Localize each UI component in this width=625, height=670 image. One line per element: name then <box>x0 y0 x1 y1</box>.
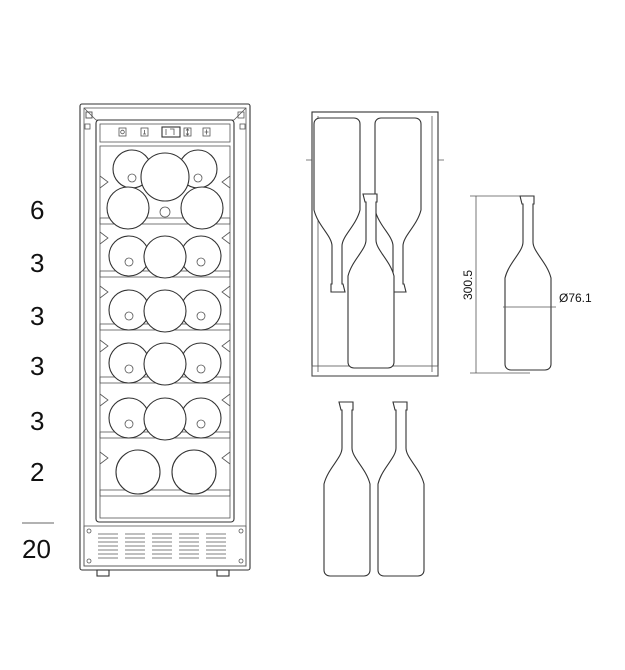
ventilation-grille <box>83 525 247 567</box>
shelf-count-2: 3 <box>30 248 44 278</box>
bottle-ends-shelf-5 <box>108 397 222 441</box>
total-count: 20 <box>22 534 51 564</box>
shelf-count-3: 3 <box>30 301 44 331</box>
upright-bottle-right <box>377 401 425 577</box>
light-icon <box>140 127 149 137</box>
shelf-count-1: 6 <box>30 195 44 225</box>
snowflake-icon <box>202 127 211 137</box>
height-dimension-label: 300.5 <box>461 270 475 300</box>
shelf-count-5: 3 <box>30 406 44 436</box>
display-icon <box>161 126 181 138</box>
upright-bottle-left <box>323 401 371 577</box>
upright-bottles-pair <box>323 401 425 577</box>
bottle-ends-shelf-3 <box>108 289 222 333</box>
diameter-dimension-label: Ø76.1 <box>559 291 592 305</box>
power-icon <box>118 127 127 137</box>
up-down-icon <box>183 127 192 137</box>
shelf-supports <box>99 175 231 465</box>
bottle-dimension-drawing: 300.5 Ø76.1 <box>461 195 592 374</box>
bottle-ends-shelf-6 <box>115 449 217 495</box>
bottle-storage-side-view <box>306 111 444 377</box>
fridge-feet <box>96 569 230 577</box>
shelf-count-6: 2 <box>30 457 44 487</box>
bottle-ends-shelf-1 <box>106 149 224 230</box>
dimensioned-bottle <box>504 195 552 371</box>
bottle-ends-shelf-4 <box>108 342 222 386</box>
bottle-ends-shelf-2 <box>108 235 222 279</box>
fridge-front-view <box>79 103 251 577</box>
shelf-count-column: 6 3 3 3 3 2 20 <box>22 195 54 564</box>
shelf-count-4: 3 <box>30 351 44 381</box>
control-panel <box>99 123 231 143</box>
